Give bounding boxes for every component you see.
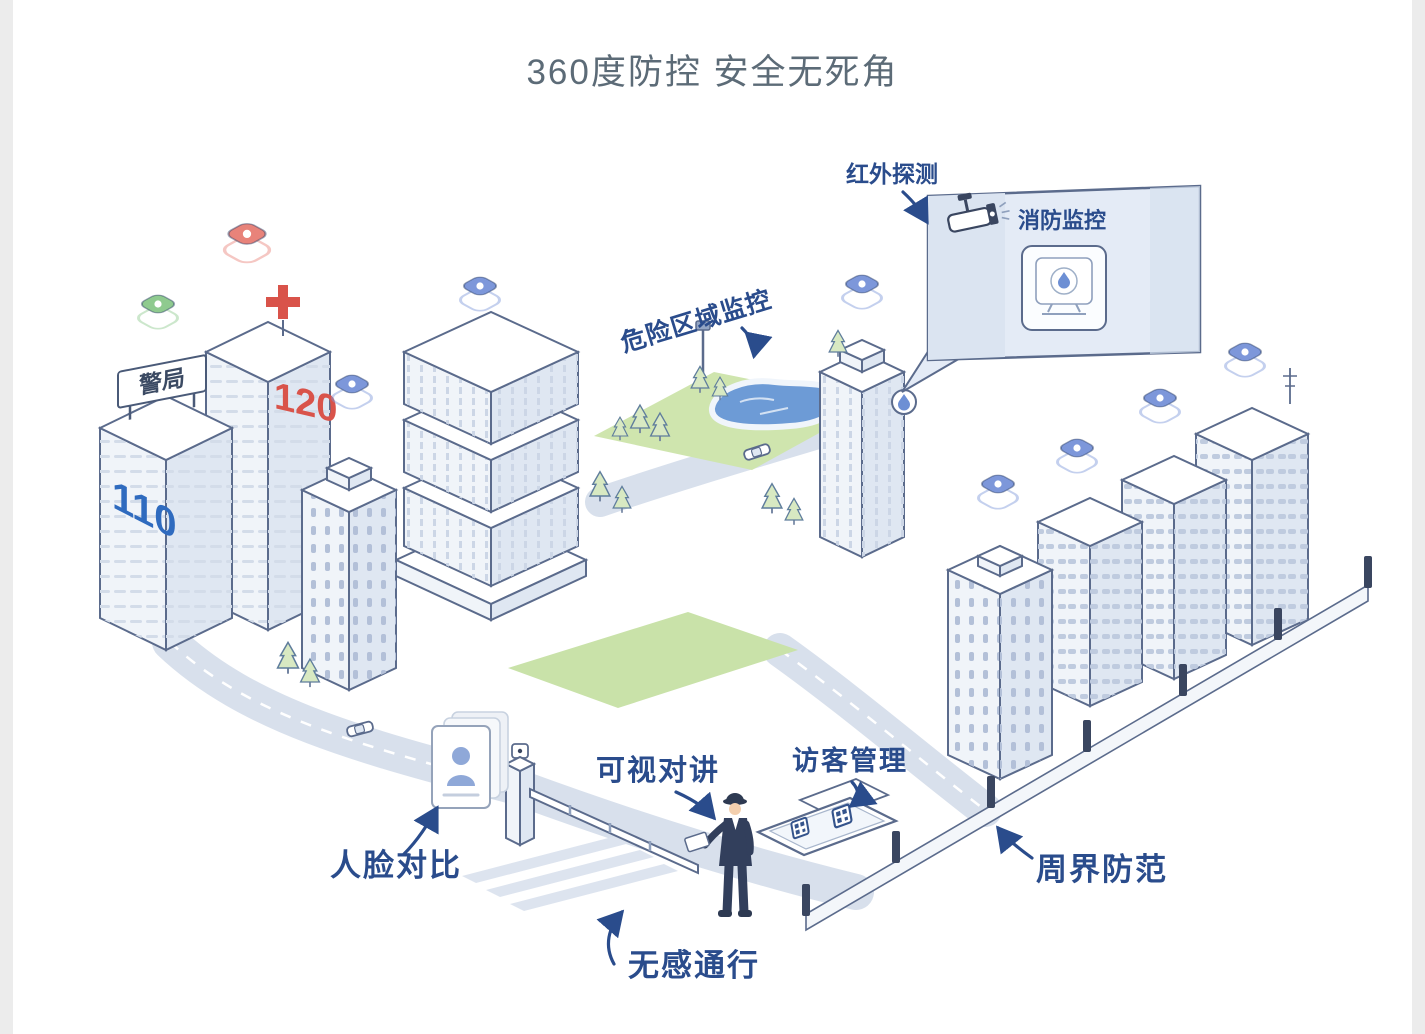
video-intercom-arrow <box>674 790 717 821</box>
face-compare-arrow <box>402 805 439 856</box>
face-compare-label: 人脸对比 <box>330 848 462 883</box>
water-drop-sensor-icon <box>891 389 917 415</box>
danger-zone-arrow <box>740 326 773 360</box>
left-edge-strip <box>0 0 13 1034</box>
hotspot-marker-blue-icon <box>972 471 1024 513</box>
qr-code <box>790 816 810 840</box>
danger-zone-label: 危险区域监控 <box>617 284 775 357</box>
banded-building <box>393 310 589 622</box>
fence-post <box>802 884 810 916</box>
clipboard <box>684 831 710 853</box>
park-area <box>508 320 872 708</box>
fence-post <box>1179 664 1187 696</box>
seamless-passage-arrow <box>596 909 625 966</box>
visitor-person <box>684 793 754 917</box>
page-title: 360度防控 安全无死角 <box>526 53 899 92</box>
hotspot-marker-blue-icon <box>1051 435 1103 477</box>
visitor-management-label: 访客管理 <box>792 745 908 776</box>
fire-suppression-monitor-icon <box>1021 245 1107 331</box>
police-sign-board: 警局 <box>117 354 207 420</box>
hotspot-marker-red-icon <box>217 219 277 267</box>
gate-pillar-tower <box>817 338 917 559</box>
fence-post <box>1274 608 1282 640</box>
entrance-gate <box>503 743 699 875</box>
right-edge-strip <box>1412 0 1425 1034</box>
fence-post <box>1364 556 1372 588</box>
qr-code <box>831 803 853 829</box>
perimeter-defense-label: 周界防范 <box>1036 852 1168 887</box>
perimeter-fence <box>802 556 1372 932</box>
visitor-management-arrow <box>848 780 878 808</box>
antenna <box>1283 368 1297 404</box>
cctv-callout-panel: 消防监控 <box>901 184 1202 393</box>
central-lawn <box>508 612 798 708</box>
police-building: 警局 110 <box>97 354 235 652</box>
fire-monitor-label: 消防监控 <box>1018 208 1106 233</box>
infrared-label: 红外探测 <box>846 161 938 187</box>
hotspot-marker-blue-icon <box>1219 339 1271 381</box>
hotspot-marker-blue-icon <box>454 273 506 315</box>
perimeter-defense-arrow <box>996 825 1034 860</box>
fence-post-perimeter-sensor <box>987 776 995 808</box>
infrared-arrow <box>901 190 929 225</box>
barrier-arm <box>529 787 699 875</box>
crosswalk <box>462 836 678 911</box>
hotspot-marker-blue-icon <box>836 271 888 313</box>
community-building-a <box>945 544 1055 781</box>
face-id-card-icon <box>431 711 509 809</box>
community-building-b <box>1035 496 1145 708</box>
car <box>743 443 771 461</box>
pond-ripples <box>739 397 789 415</box>
video-intercom-label: 可视对讲 <box>596 754 720 787</box>
seamless-passage-label: 无感通行 <box>628 948 760 983</box>
cctv-camera-icon <box>947 192 1010 233</box>
residential-tower-left <box>299 456 399 692</box>
hotspot-marker-green-icon <box>132 291 184 333</box>
qr-visitor-tablet-icon <box>755 778 899 857</box>
red-cross-icon <box>266 285 300 336</box>
fence-post <box>1083 720 1091 752</box>
hotspot-marker-blue-icon <box>1134 385 1186 427</box>
car <box>346 720 374 738</box>
fence-post <box>892 831 900 863</box>
